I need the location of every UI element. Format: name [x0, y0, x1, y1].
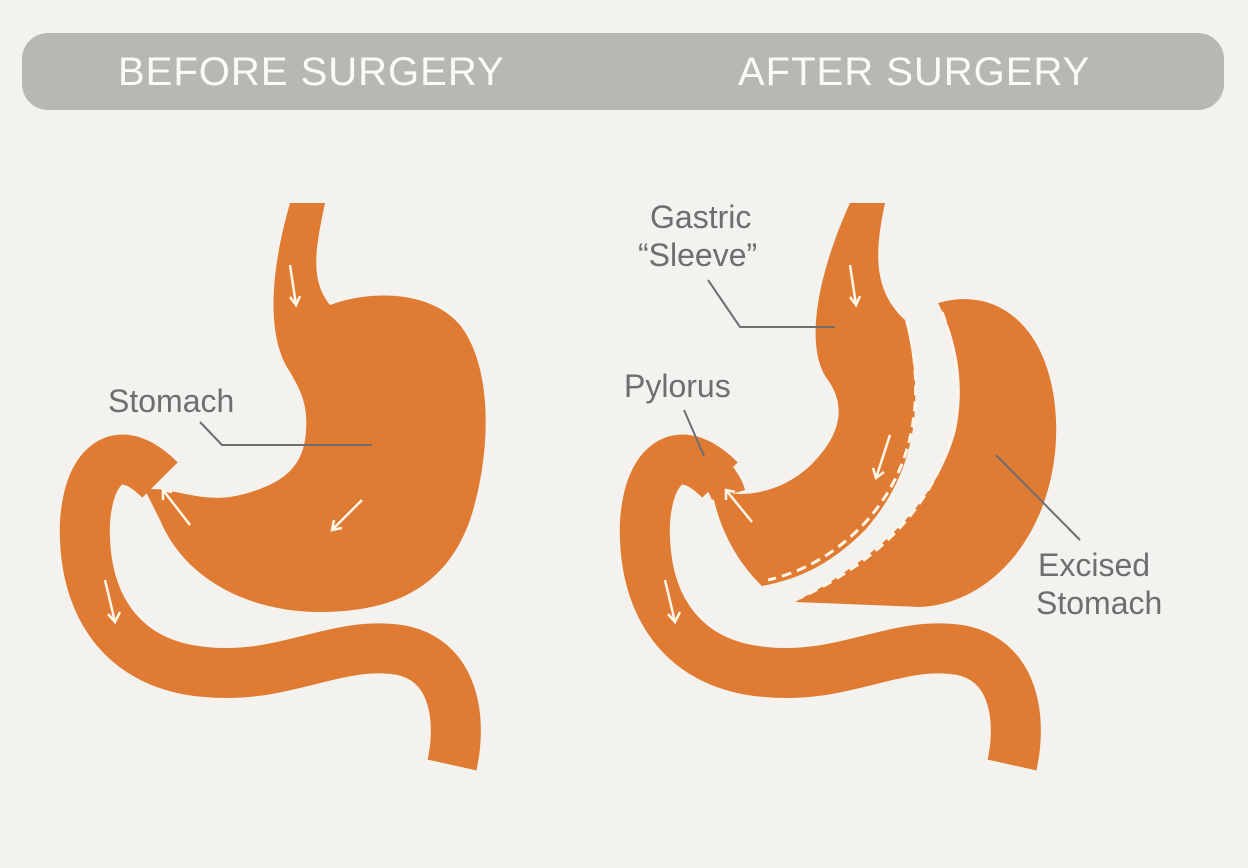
flow-arrows: [103, 264, 892, 625]
before-surgery-heading: BEFORE SURGERY: [118, 50, 505, 94]
pylorus-label: Pylorus: [624, 368, 731, 404]
excised-stomach-label-line1: Excised: [1038, 547, 1151, 583]
pylorus-bulge: [690, 448, 745, 500]
stomach-before: [145, 203, 486, 612]
gastric-sleeve: [712, 203, 916, 586]
excised-stomach: [795, 299, 1057, 607]
header-bar: [22, 33, 1224, 110]
staple-lines: [767, 311, 960, 600]
duodenum-after: [619, 434, 1041, 771]
leader-lines: [199, 279, 1081, 541]
gastric-sleeve-label-line2: “Sleeve”: [638, 237, 758, 273]
after-surgery-heading: AFTER SURGERY: [738, 50, 1091, 94]
gastric-sleeve-label-line1: Gastric: [650, 199, 752, 235]
excised-stomach-label-line2: Stomach: [1036, 585, 1163, 621]
stomach-label: Stomach: [108, 383, 235, 419]
duodenum-before: [59, 434, 481, 771]
